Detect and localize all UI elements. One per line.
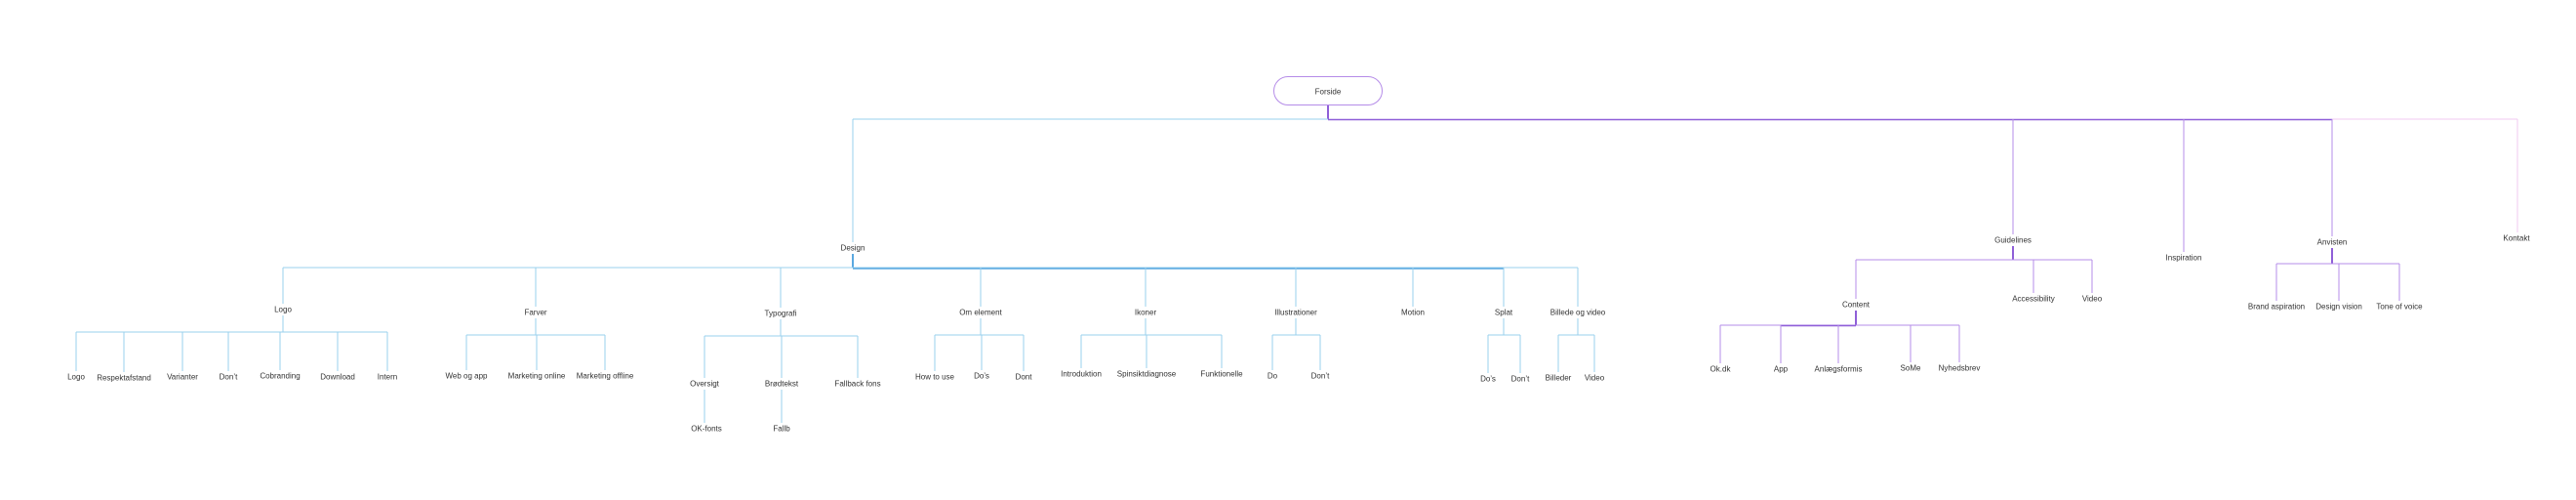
leaf-farver-3[interactable]: Marketing offline: [576, 371, 634, 381]
leaf-ikoner-2[interactable]: Spinsiktdiagnose: [1116, 369, 1177, 379]
leaf-splat-1[interactable]: Do’s: [1480, 374, 1496, 384]
node-kontakt[interactable]: Kontakt: [2503, 233, 2530, 243]
node-video[interactable]: Video: [2081, 294, 2103, 304]
leaf-billede-2[interactable]: Video: [1584, 373, 1605, 383]
leaf-content-4[interactable]: SoMe: [1900, 363, 1921, 373]
leaf-content-1[interactable]: Ok.dk: [1710, 364, 1731, 374]
leaf-anvisten-1[interactable]: Brand aspiration: [2247, 302, 2306, 312]
leaf-ikoner-1[interactable]: Introduktion: [1061, 369, 1102, 379]
leaf-anvisten-3[interactable]: Tone of voice: [2376, 302, 2423, 312]
leaf-content-5[interactable]: Nyhedsbrev: [1938, 363, 1981, 373]
node-accessibility[interactable]: Accessibility: [2012, 294, 2055, 304]
leaf-splat-2[interactable]: Don’t: [1510, 374, 1530, 384]
node-illustrationer[interactable]: Illustrationer: [1274, 308, 1317, 317]
leaf-billede-1[interactable]: Billeder: [1545, 373, 1572, 383]
leaf-fallback-fons[interactable]: Fallback fons: [834, 379, 881, 389]
node-guidelines[interactable]: Guidelines: [1994, 235, 2032, 245]
node-anvisten[interactable]: Anvisten: [2316, 237, 2348, 247]
node-design[interactable]: Design: [840, 243, 865, 253]
node-inspiration[interactable]: Inspiration: [2165, 253, 2202, 263]
root-node-frame[interactable]: [1273, 76, 1383, 105]
leaf-logo-3[interactable]: Varianter: [167, 372, 198, 382]
leaf-om-1[interactable]: How to use: [914, 372, 955, 382]
leaf-content-3[interactable]: Anlægsformis: [1814, 364, 1863, 374]
node-om-element[interactable]: Om element: [959, 308, 1002, 317]
leaf-illu-1[interactable]: Do: [1267, 371, 1278, 381]
node-logo[interactable]: Logo: [274, 305, 292, 314]
leaf-fallb[interactable]: Fallb: [773, 424, 790, 434]
node-splat[interactable]: Splat: [1494, 308, 1513, 317]
leaf-logo-2[interactable]: Respektafstand: [97, 373, 151, 383]
leaf-om-2[interactable]: Do’s: [974, 371, 989, 381]
leaf-logo-4[interactable]: Don’t: [219, 372, 238, 382]
leaf-farver-2[interactable]: Marketing online: [507, 371, 566, 381]
node-forside[interactable]: Forside: [1314, 87, 1342, 97]
node-billede-og-video[interactable]: Billede og video: [1550, 308, 1606, 317]
node-ikoner[interactable]: Ikoner: [1134, 308, 1157, 317]
leaf-illu-2[interactable]: Don’t: [1310, 371, 1330, 381]
leaf-anvisten-2[interactable]: Design vision: [2315, 302, 2362, 312]
leaf-oversigt[interactable]: Oversigt: [690, 379, 719, 389]
leaf-logo-5[interactable]: Cobranding: [260, 371, 301, 381]
leaf-logo-6[interactable]: Download: [320, 372, 355, 382]
leaf-farver-1[interactable]: Web og app: [445, 371, 488, 381]
node-motion[interactable]: Motion: [1400, 308, 1426, 317]
leaf-content-2[interactable]: App: [1773, 364, 1789, 374]
leaf-logo-7[interactable]: Intern: [377, 372, 398, 382]
leaf-om-3[interactable]: Dont: [1015, 372, 1032, 382]
leaf-logo-1[interactable]: Logo: [67, 372, 85, 382]
node-farver[interactable]: Farver: [524, 308, 547, 317]
node-typografi[interactable]: Typografi: [764, 309, 797, 318]
leaf-brodtekst[interactable]: Brødtekst: [764, 379, 799, 389]
leaf-ikoner-3[interactable]: Funktionelle: [1200, 369, 1243, 379]
node-content[interactable]: Content: [1841, 300, 1871, 310]
leaf-ok-fonts[interactable]: OK-fonts: [691, 424, 722, 434]
